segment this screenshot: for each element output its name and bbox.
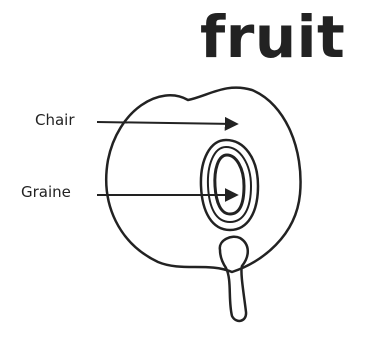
chair-arrow bbox=[97, 122, 236, 124]
label-chair: Chair bbox=[35, 111, 75, 129]
core-outer-outline bbox=[201, 140, 258, 230]
label-graine: Graine bbox=[21, 183, 71, 201]
diagram-title: fruit bbox=[200, 2, 370, 72]
fruit-outline bbox=[106, 88, 300, 272]
stem bbox=[220, 237, 248, 321]
seed bbox=[215, 155, 244, 214]
